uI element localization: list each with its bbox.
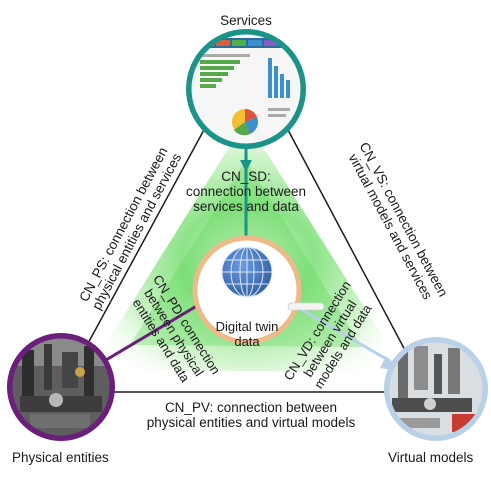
physical-entities-image	[11, 337, 111, 437]
cn-sd-label: CN_SD: connection between services and d…	[176, 169, 316, 214]
cn-pv-line2: physical entities and virtual models	[146, 415, 356, 430]
globe-icon	[221, 246, 273, 298]
physical-entities-label: Physical entities	[12, 450, 109, 465]
digital-twin-data-line2: data	[234, 334, 260, 349]
digital-twin-data-line1: Digital twin	[215, 319, 279, 334]
tag-shape	[287, 302, 325, 311]
cn-sd-line2: connection between	[185, 184, 307, 199]
virtual-models-node	[384, 337, 488, 441]
digital-twin-data-node	[192, 235, 325, 345]
services-dashboard-image	[189, 32, 303, 146]
physical-entities-node	[7, 333, 115, 441]
cn-sd-line1: CN_SD:	[221, 169, 271, 184]
outer-triangle	[85, 127, 407, 393]
cn-sd-line3: services and data	[193, 199, 299, 214]
services-label: Services	[220, 13, 272, 28]
cn-pv-label: CN_PV: connection between physical entit…	[136, 400, 366, 430]
virtual-models-label: Virtual models	[388, 450, 474, 465]
cn-pv-line1: CN_PV: connection between	[164, 400, 338, 415]
services-node	[186, 29, 306, 149]
digital-twin-data-label: Digital twin data	[207, 319, 287, 349]
